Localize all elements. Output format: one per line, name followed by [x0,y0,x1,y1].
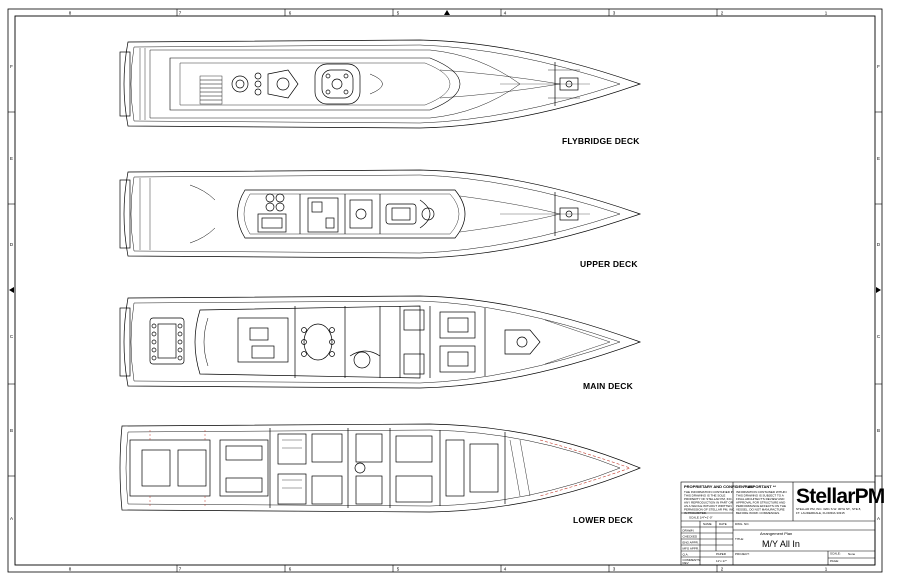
important-line: APPROVAL FOR STRUCTURE AND [736,501,786,505]
important-heading: ** IMPORTANT ** [744,484,776,489]
bottom-number: 8 [69,567,72,572]
proprietary-line: PROPERTY OF STELLAR PM, INC. [684,497,733,501]
bottom-number: 3 [613,567,616,572]
deck-label: MAIN DECK [583,381,634,391]
top-number: 8 [69,11,72,16]
proprietary-line: IS PROHIBITED. [684,511,707,515]
left-letter: C [10,334,14,339]
role-row-label: MFG APPR. [683,547,700,551]
left-letter: D [10,242,14,247]
proprietary-line: AS A WHOLE WITHOUT WRITTEN [684,504,732,508]
role-row-label: ENG APPR. [683,541,699,545]
top-number: 2 [721,11,724,16]
role-row-label: DRAWN [683,529,694,533]
top-number: 3 [613,11,616,16]
paper-value: 11"x 17" [716,559,727,563]
left-letter: E [10,156,13,161]
top-number: 4 [504,11,507,16]
bottom-number: 7 [179,567,182,572]
scale-note: SCALE 1/4"=1'-0" [689,516,713,520]
upper-deck-plan [119,169,642,259]
proprietary-line: ANY REPRODUCTION IN PART OR [684,501,734,505]
sheet-border [7,8,883,573]
lower-deck-plan [119,423,641,513]
date-column-header: DATE [719,522,727,526]
right-letter: E [877,156,880,161]
title-block: PROPRIETARY AND CONFIDENTIAL THE INFORMA… [680,481,886,566]
company-address-line: STELLAR PM, INC. 3201 S.W. 30TH ST., STE… [796,507,861,511]
drawing-title: Arrangement Plan [760,531,792,536]
bottom-number: 1 [825,567,828,572]
role-row-label: COMMENTS: [683,558,701,562]
page-label: PAGE: [830,559,839,563]
main-deck-plan [119,295,642,389]
important-line: THIS DRAWING IS SUBJECT TO A [736,494,784,498]
proprietary-heading: PROPRIETARY AND CONFIDENTIAL [684,484,753,489]
left-letter: A [10,516,13,521]
project-label: PROJECT: [735,552,750,556]
proprietary-line: THIS DRAWING IS THE SOLE [684,494,725,498]
right-letter: D [877,242,881,247]
border-zone-labels: 8 7 6 5 4 3 2 1 8 7 6 5 4 3 2 1 F E D C … [10,11,881,572]
bottom-number: 4 [504,567,507,572]
proprietary-line: PERMISSION OF STELLAR PM, INC. [684,508,735,512]
centering-arrow-top [444,10,450,15]
right-letter: A [877,516,880,521]
paper-label: PAPER [716,552,727,556]
top-number: 1 [825,11,828,16]
bottom-number: 5 [397,567,400,572]
lower-deck-red-dashes [149,430,206,506]
left-letter: F [10,64,13,69]
proprietary-line: THE INFORMATION CONTAINED IN [684,490,734,494]
role-row-label: CHECKED [683,535,699,539]
centering-arrow-left [9,287,14,293]
company-logo: StellarPM [796,485,885,508]
title-label: TITLE: [735,537,744,541]
important-line: VESSEL. DO NOT MANUFACTURE [736,508,785,512]
left-letter: B [10,428,13,433]
scale-label: SCALE: [830,552,841,556]
important-line: INFORMATION CONTAINED WITHIN [736,490,787,494]
role-row-label: Q.A. [683,553,689,557]
deck-label: UPPER DECK [580,259,638,269]
right-letter: C [877,334,881,339]
right-letter: B [877,428,880,433]
centering-arrow-right [876,287,881,293]
lower-deck-red-centerline [539,439,631,497]
important-line: FINAL ARCHITECT'S REVIEW AND [736,497,785,501]
flybridge-deck-plan [119,39,642,129]
bottom-number: 6 [289,567,292,572]
dwg-no-label: DWG. NO. [735,522,749,526]
top-number: 6 [289,11,292,16]
name-column-header: NAME [703,522,712,526]
bottom-number: 2 [721,567,724,572]
vessel-name: M/Y All In [762,539,800,549]
company-address-line: FT. LAUDERDALE, FLORIDA 33315 [796,511,845,515]
border-ticks [8,9,882,572]
right-letter: F [877,64,880,69]
scale-value: None [848,552,856,556]
top-number: 7 [179,11,182,16]
top-number: 5 [397,11,400,16]
rev-label: REV [683,561,689,565]
deck-label: FLYBRIDGE DECK [562,136,640,146]
deck-label: LOWER DECK [573,515,634,525]
important-line: BEFORE WORK COMMENCES. [736,511,780,515]
important-line: PERFORMANCE EFFECTS ON THE [736,504,786,508]
